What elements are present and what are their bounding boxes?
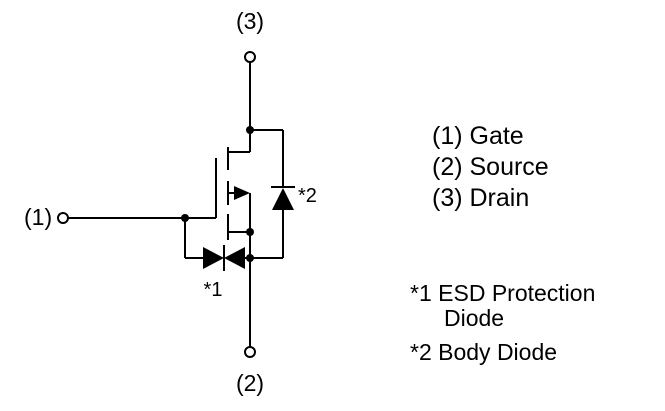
terminal-circle-gate — [57, 212, 69, 224]
legend-source: (2) Source — [432, 153, 549, 181]
junction-dot-body-source — [246, 228, 254, 236]
body-diode-anode-triangle — [272, 188, 294, 210]
mosfet-body-arrow — [234, 186, 250, 200]
terminal-circle-source — [244, 346, 256, 358]
junction-dot-gate — [181, 214, 189, 222]
legend-drain: (3) Drain — [432, 184, 530, 212]
junction-dot-esd-source — [246, 254, 254, 262]
note-body-diode: *2 Body Diode — [410, 339, 558, 365]
junction-dot-drain — [246, 126, 254, 134]
terminal-label-drain: (3) — [235, 8, 265, 34]
terminal-label-source: (2) — [235, 370, 265, 396]
esd-diode-right-triangle — [224, 247, 245, 269]
terminal-circle-drain — [244, 51, 256, 63]
note-esd-line1: *1 ESD Protection — [410, 280, 596, 306]
ref-body-diode: *2 — [298, 185, 317, 207]
note-esd-line2: Diode — [444, 305, 505, 331]
terminal-label-gate: (1) — [24, 204, 53, 230]
legend-gate: (1) Gate — [432, 122, 524, 150]
ref-esd-diode: *1 — [203, 279, 223, 301]
esd-diode-left-triangle — [203, 247, 224, 269]
